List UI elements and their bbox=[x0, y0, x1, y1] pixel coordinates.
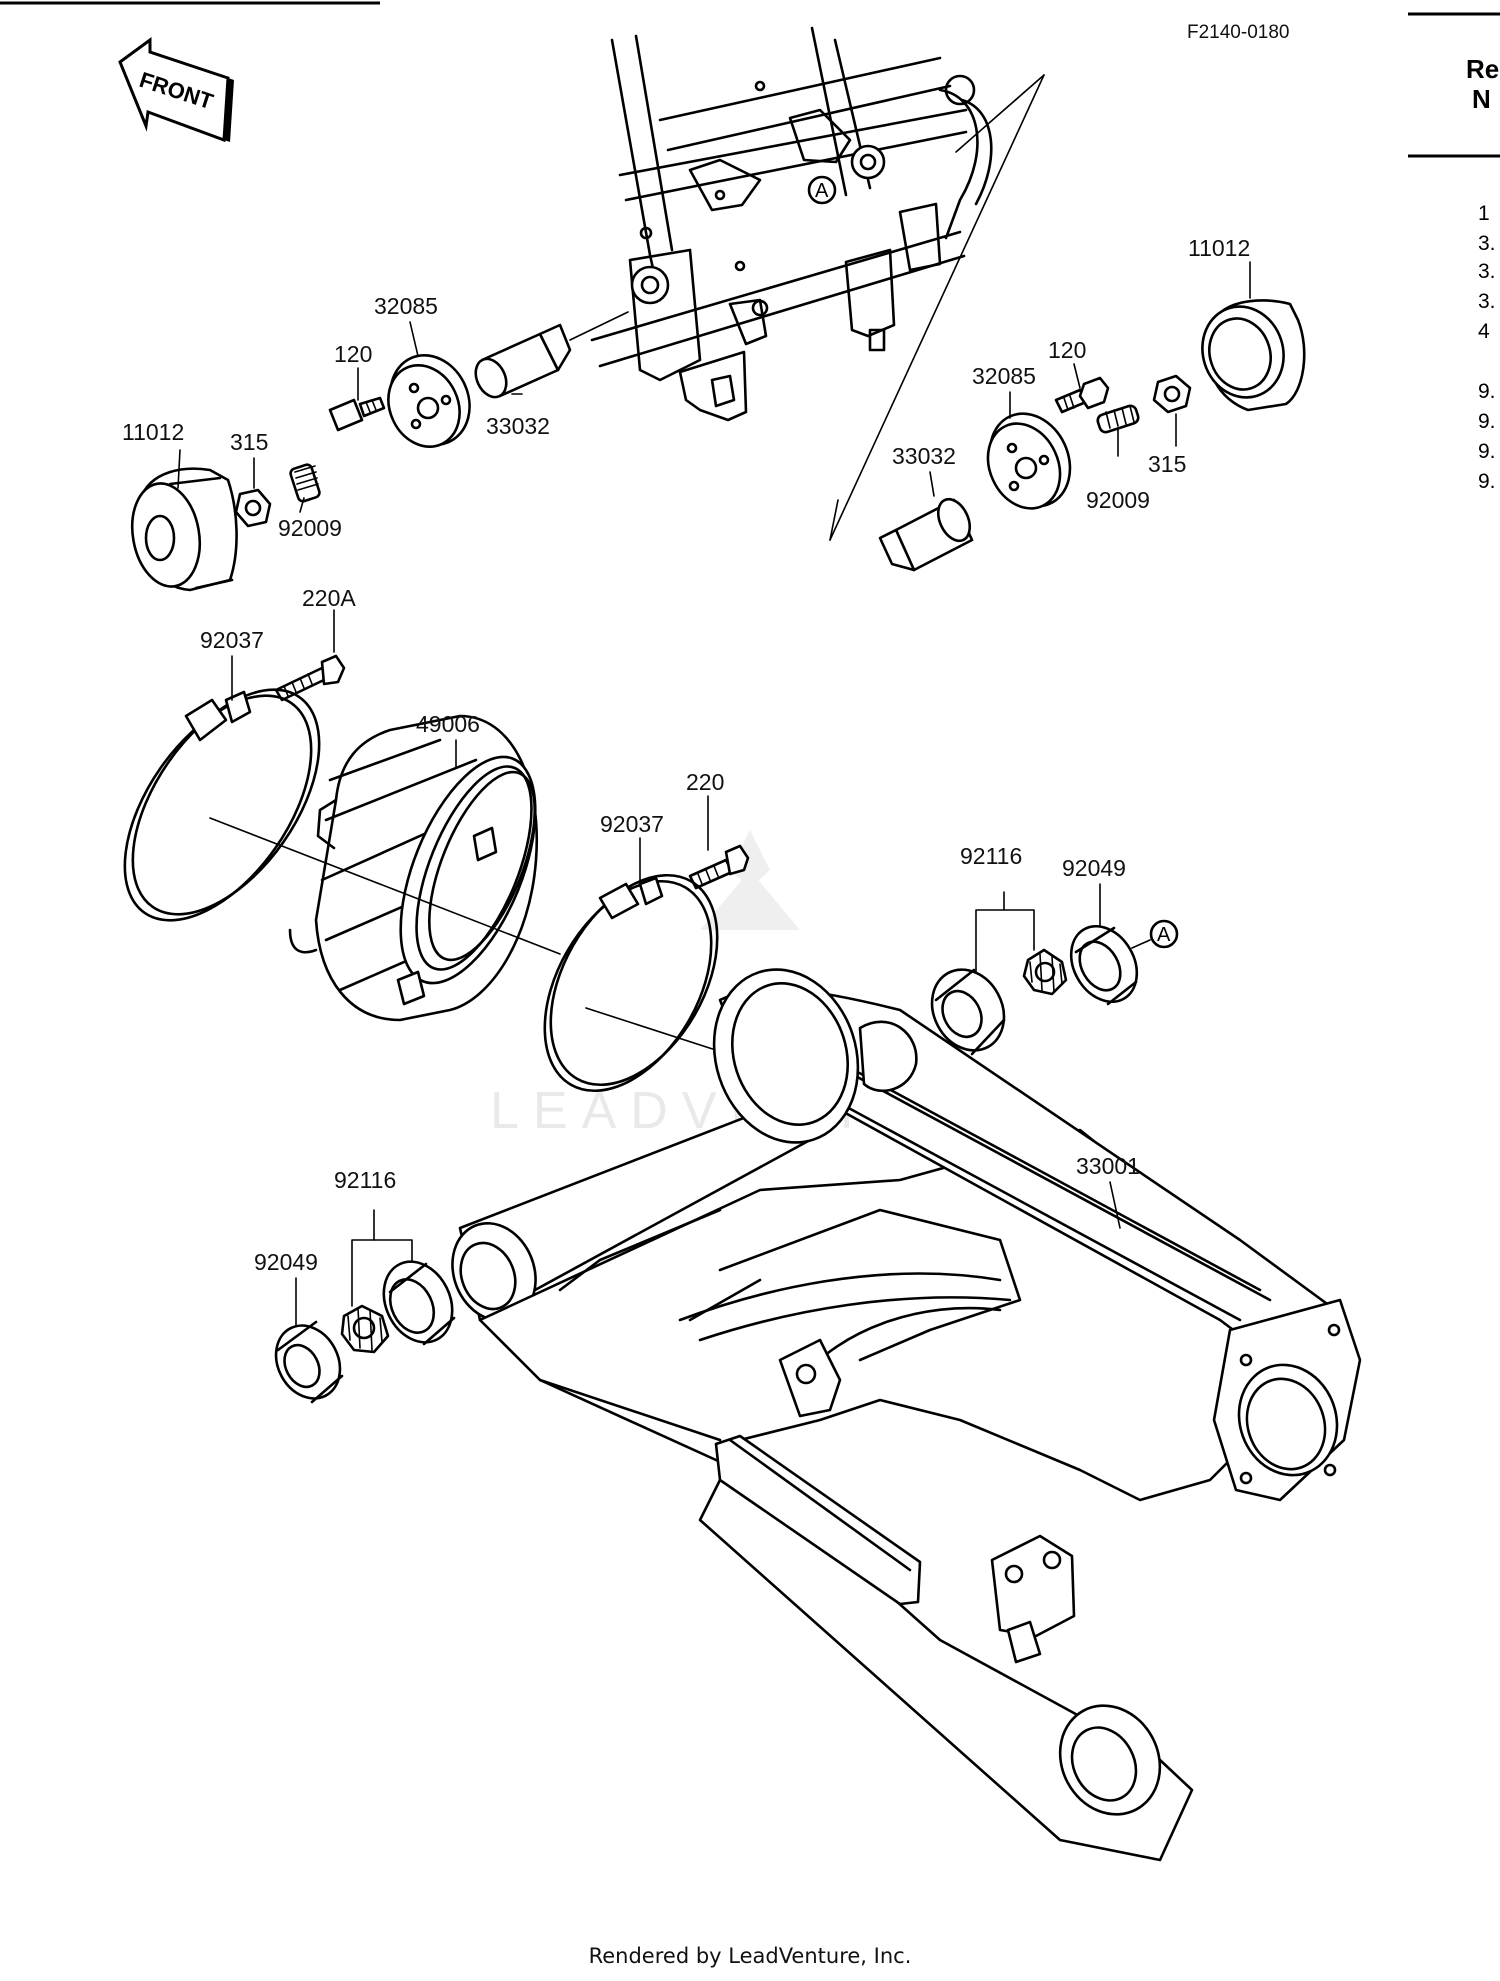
stud-right-icon bbox=[1096, 404, 1140, 434]
frame-section: A bbox=[590, 26, 1045, 541]
ref-column-entry: 4 bbox=[1478, 320, 1490, 343]
clamp-left-icon bbox=[123, 688, 321, 922]
bolt-220-icon bbox=[688, 844, 750, 890]
ref-marker-a-frame: A bbox=[815, 180, 829, 202]
ref-column-entry: 3. bbox=[1478, 290, 1496, 313]
ref-marker-a-bearing-icon bbox=[1149, 919, 1179, 949]
rubber-mount-right-icon bbox=[1201, 299, 1306, 412]
callout-92116-upper: 92116 bbox=[960, 843, 1022, 869]
reference-column-partial: Re N 1 3. 3. 3. 4 9. 9. 9. 9. bbox=[1408, 12, 1500, 493]
callout-220A: 220A bbox=[302, 585, 356, 611]
leader-lines bbox=[177, 261, 1251, 1327]
footer-credit: Rendered by LeadVenture, Inc. bbox=[588, 1944, 912, 1968]
oil-seal-upper-icon bbox=[1069, 924, 1139, 1006]
ref-column-entry: 9. bbox=[1478, 410, 1496, 433]
callout-92049-upper: 92049 bbox=[1062, 855, 1126, 881]
bolt-right-icon bbox=[1054, 376, 1110, 414]
ref-column-entry: 3. bbox=[1478, 232, 1496, 255]
callout-33032-right: 33032 bbox=[892, 443, 956, 469]
bearing-race-lower-icon bbox=[382, 1260, 456, 1346]
ref-marker-a-bearing: A bbox=[1157, 924, 1171, 946]
bolt-220a-icon bbox=[274, 654, 346, 702]
nut-right-icon bbox=[1152, 374, 1192, 414]
callout-92037-left: 92037 bbox=[200, 627, 264, 653]
callout-315-left: 315 bbox=[230, 429, 268, 455]
roller-bearing-lower-icon bbox=[340, 1304, 390, 1354]
oil-seal-lower-icon bbox=[274, 1320, 344, 1404]
diagram-code: F2140-0180 bbox=[1187, 22, 1289, 43]
ref-header-line2: N bbox=[1472, 84, 1491, 114]
callout-220: 220 bbox=[686, 769, 724, 795]
rubber-mount-left-icon bbox=[130, 467, 238, 592]
bolt-left-icon bbox=[328, 396, 386, 432]
ref-column-entry: 3. bbox=[1478, 260, 1496, 283]
callout-92037-right: 92037 bbox=[600, 811, 664, 837]
mount-plate-left-icon bbox=[387, 354, 471, 448]
callout-120-left: 120 bbox=[334, 341, 372, 367]
callout-315-right: 315 bbox=[1148, 451, 1186, 477]
callout-11012-right: 11012 bbox=[1188, 235, 1250, 261]
ref-column-entry: 9. bbox=[1478, 440, 1496, 463]
callout-92009-right: 92009 bbox=[1086, 487, 1150, 513]
ref-column-entry: 9. bbox=[1478, 380, 1496, 403]
bearing-race-upper-icon bbox=[930, 968, 1006, 1056]
mount-plate-right-icon bbox=[986, 412, 1072, 510]
callout-32085-right: 32085 bbox=[972, 363, 1036, 389]
roller-bearing-upper-icon bbox=[1022, 948, 1068, 996]
ref-column-entry: 1 bbox=[1478, 202, 1490, 225]
ref-column-entry: 9. bbox=[1478, 470, 1496, 493]
callout-33032-left: 33032 bbox=[486, 413, 550, 439]
callout-11012-left: 11012 bbox=[122, 419, 184, 445]
ref-marker-a-frame-icon bbox=[807, 175, 837, 205]
callout-49006: 49006 bbox=[416, 711, 480, 737]
nut-left-icon bbox=[234, 488, 272, 528]
swingarm-icon bbox=[451, 968, 1362, 1862]
ref-header-line1: Re bbox=[1466, 54, 1499, 84]
stud-left-icon bbox=[289, 463, 321, 503]
callout-120-right: 120 bbox=[1048, 337, 1086, 363]
clamp-right-icon bbox=[543, 873, 729, 1093]
collar-right-icon bbox=[878, 497, 974, 572]
front-arrow-icon: FRONT bbox=[118, 37, 234, 143]
collar-left-icon bbox=[474, 311, 629, 399]
callout-92009-left: 92009 bbox=[278, 515, 342, 541]
callout-92116-lower: 92116 bbox=[334, 1167, 396, 1193]
drive-boot-icon bbox=[209, 714, 561, 1022]
callout-33001: 33001 bbox=[1076, 1153, 1140, 1179]
callout-92049-lower: 92049 bbox=[254, 1249, 318, 1275]
callout-32085-left: 32085 bbox=[374, 293, 438, 319]
